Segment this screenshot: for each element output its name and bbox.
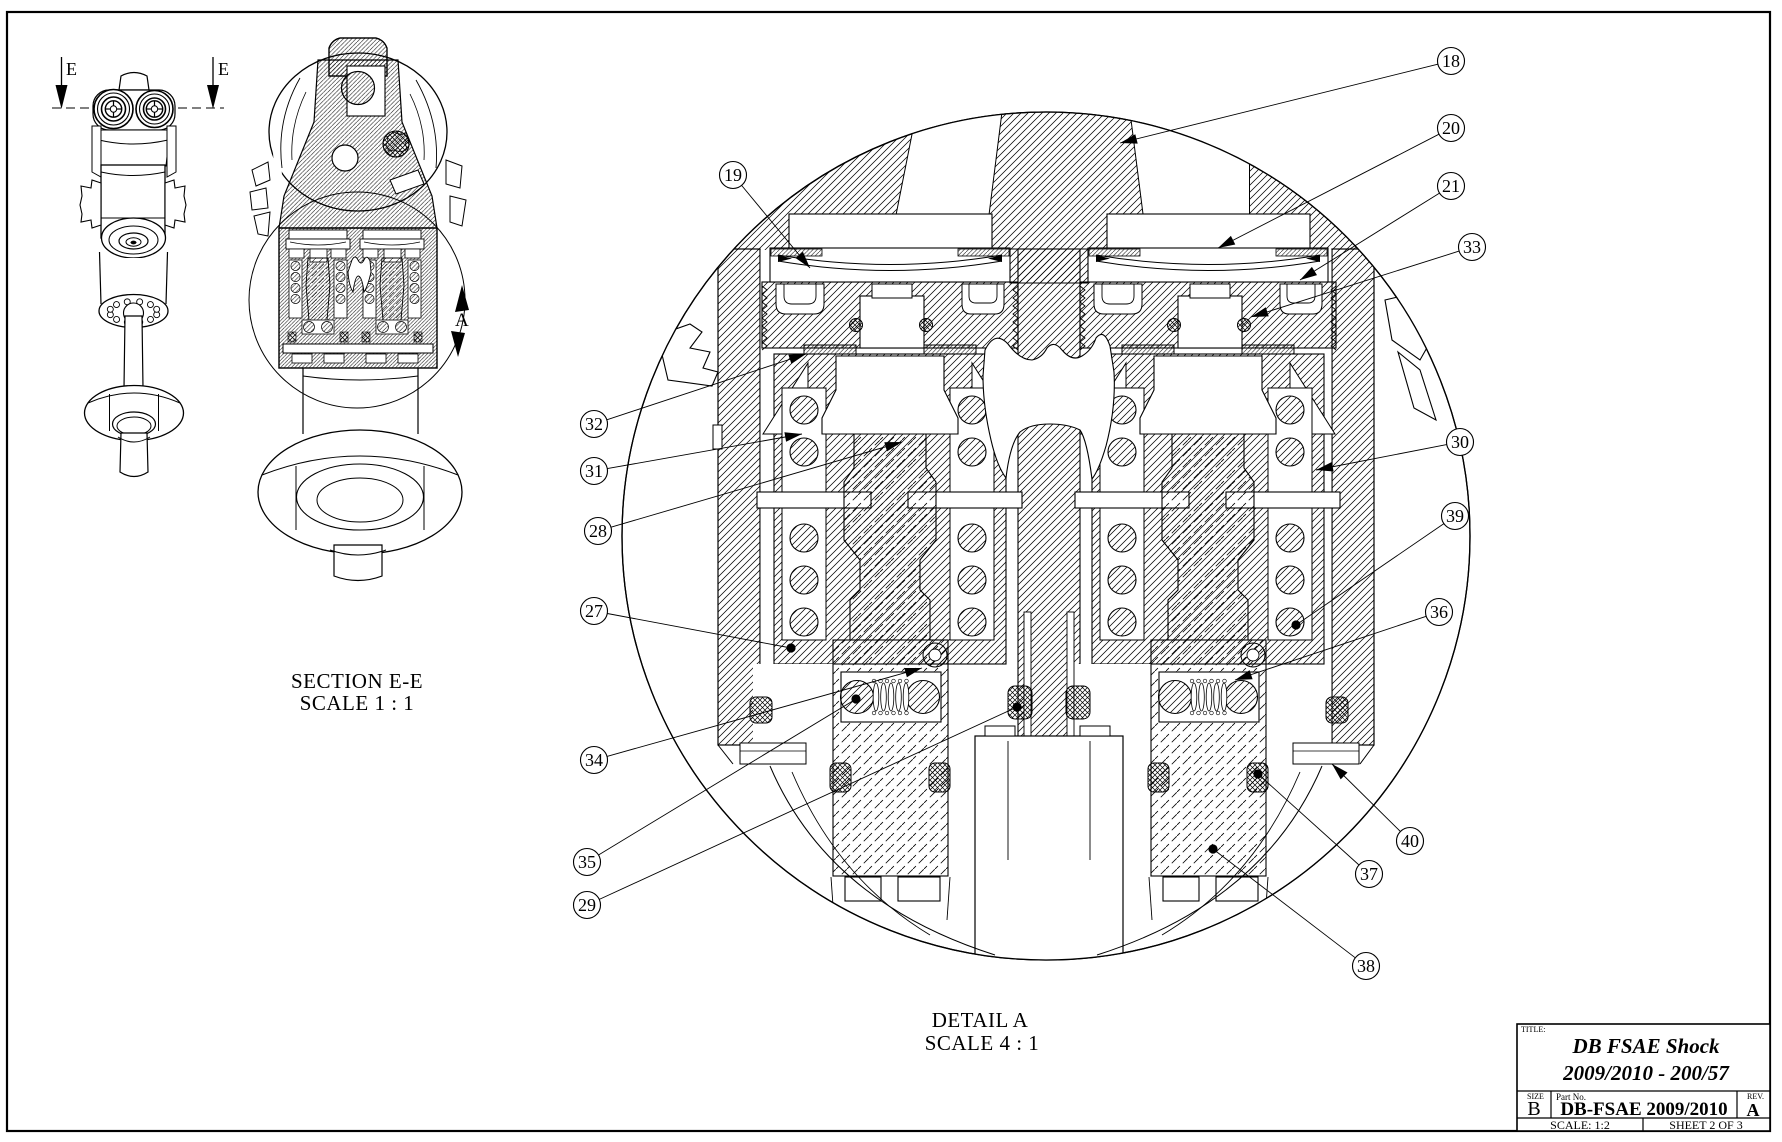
- svg-text:A: A: [455, 310, 469, 331]
- svg-text:40: 40: [1401, 831, 1419, 851]
- svg-text:19: 19: [724, 165, 742, 185]
- svg-text:E: E: [66, 59, 77, 79]
- svg-text:SCALE 4 : 1: SCALE 4 : 1: [925, 1031, 1040, 1055]
- svg-text:30: 30: [1451, 432, 1469, 452]
- svg-text:SCALE: 1:2: SCALE: 1:2: [1550, 1118, 1610, 1132]
- svg-text:Part No.: Part No.: [1556, 1092, 1586, 1102]
- svg-text:SECTION E-E: SECTION E-E: [291, 669, 423, 693]
- svg-text:28: 28: [589, 521, 607, 541]
- svg-text:SCALE 1 : 1: SCALE 1 : 1: [300, 691, 415, 715]
- svg-text:DETAIL A: DETAIL A: [932, 1008, 1029, 1032]
- svg-text:SHEET 2 OF 3: SHEET 2 OF 3: [1669, 1118, 1742, 1132]
- svg-text:36: 36: [1430, 602, 1448, 622]
- svg-text:DB-FSAE 2009/2010: DB-FSAE 2009/2010: [1560, 1099, 1727, 1120]
- svg-text:38: 38: [1357, 956, 1375, 976]
- svg-text:DB FSAE Shock: DB FSAE Shock: [1571, 1034, 1720, 1058]
- svg-text:32: 32: [585, 414, 603, 434]
- svg-text:21: 21: [1442, 176, 1460, 196]
- svg-text:35: 35: [578, 852, 596, 872]
- svg-text:29: 29: [578, 895, 596, 915]
- svg-text:33: 33: [1463, 237, 1481, 257]
- svg-text:E: E: [218, 59, 229, 79]
- svg-text:37: 37: [1360, 864, 1378, 884]
- svg-text:27: 27: [585, 601, 603, 621]
- svg-text:2009/2010 - 200/57: 2009/2010 - 200/57: [1562, 1061, 1730, 1085]
- svg-text:31: 31: [585, 461, 603, 481]
- svg-text:SIZE: SIZE: [1527, 1092, 1544, 1101]
- svg-text:B: B: [1527, 1098, 1540, 1120]
- svg-text:REV.: REV.: [1747, 1092, 1764, 1101]
- svg-text:39: 39: [1446, 506, 1464, 526]
- svg-text:34: 34: [585, 750, 603, 770]
- svg-text:TITLE:: TITLE:: [1521, 1025, 1545, 1034]
- svg-text:20: 20: [1442, 118, 1460, 138]
- svg-text:18: 18: [1442, 51, 1460, 71]
- svg-text:A: A: [1747, 1100, 1760, 1120]
